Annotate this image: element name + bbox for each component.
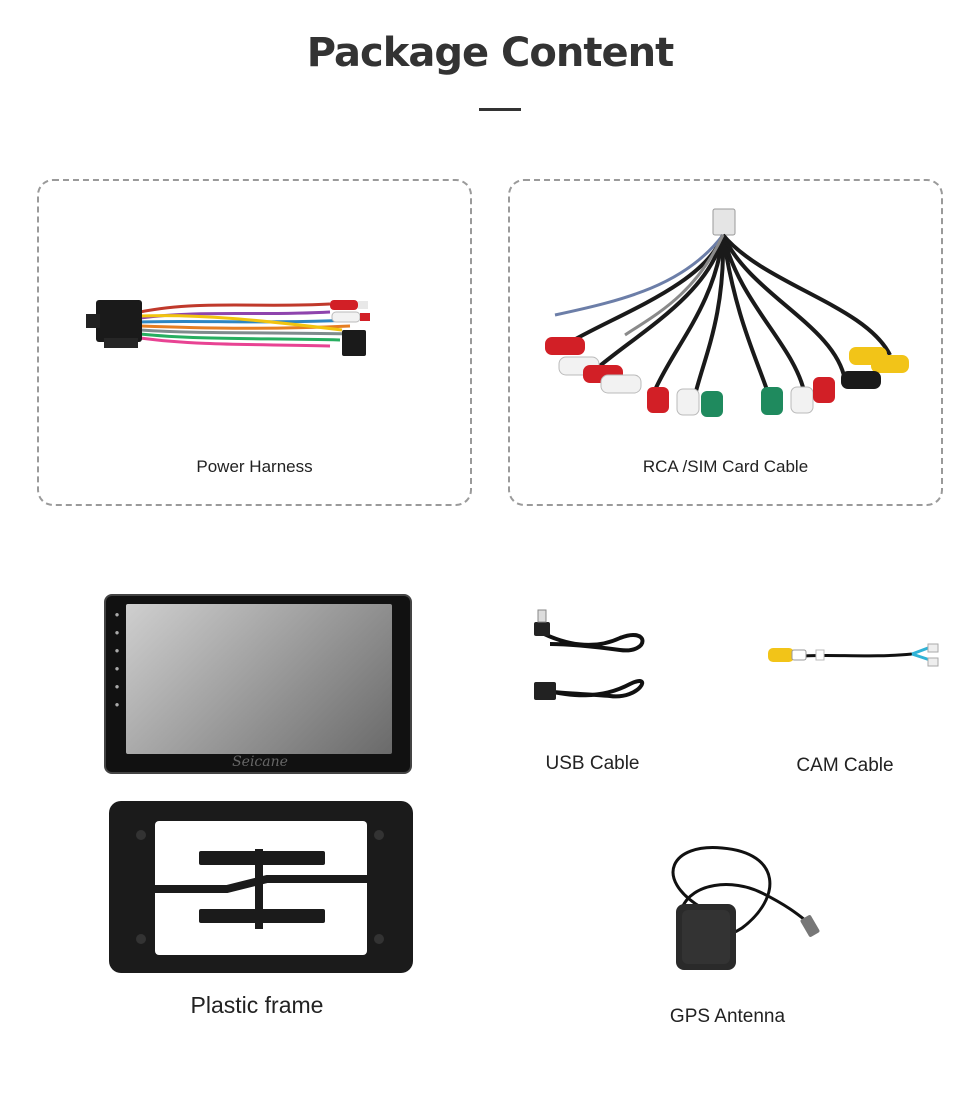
- usb-cable-label: USB Cable: [545, 753, 640, 774]
- cam-cable-label: CAM Cable: [796, 755, 894, 776]
- screen-brand: Seicane: [232, 754, 288, 770]
- power-harness-card: [37, 179, 472, 506]
- title-underline: [479, 108, 521, 111]
- screen-display: [126, 604, 392, 754]
- rca-cable-card: [508, 179, 943, 506]
- gps-antenna-image: [671, 846, 820, 970]
- plastic-frame-label: Plastic frame: [190, 992, 324, 1018]
- head-unit-screen: ●●●●●● Seicane: [104, 594, 412, 774]
- page-title: Package Content: [306, 30, 674, 76]
- rca-cable-label: RCA /SIM Card Cable: [642, 457, 809, 476]
- power-harness-label: Power Harness: [196, 457, 313, 476]
- power-harness-image: [86, 300, 370, 356]
- rca-cable-image: [545, 208, 909, 417]
- plastic-frame-image: [109, 801, 413, 973]
- gps-antenna-label: GPS Antenna: [669, 1006, 786, 1027]
- cam-cable-image: [768, 643, 939, 667]
- usb-cable-image: [534, 609, 645, 700]
- screen-side-buttons: ●●●●●●: [114, 610, 120, 709]
